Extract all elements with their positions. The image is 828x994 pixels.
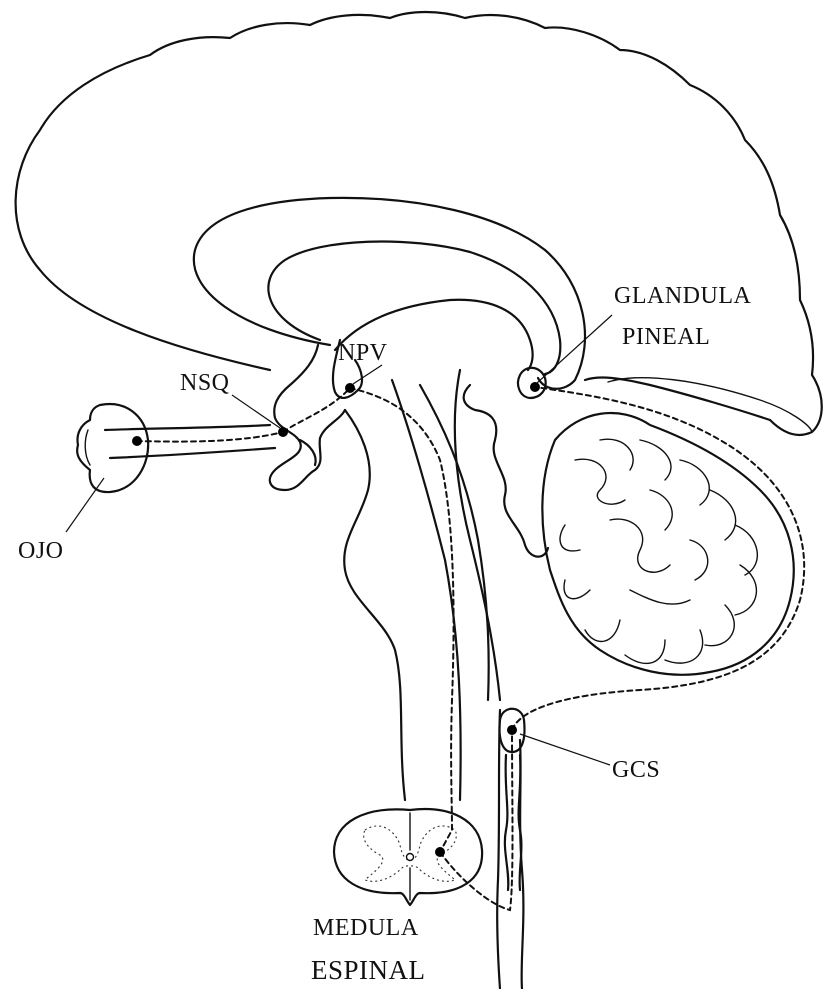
gcs-dot	[507, 725, 517, 735]
npv-leader-line	[353, 365, 382, 384]
pineal-leader-line	[537, 315, 612, 383]
cerebellum-folia	[560, 439, 757, 663]
pituitary-stalk	[300, 440, 316, 465]
spinal-cross-section-outline	[334, 809, 482, 905]
npv-nucleus-dot	[345, 383, 355, 393]
label-espinal: ESPINAL	[311, 955, 426, 985]
eye-retina-dot	[132, 436, 142, 446]
central-canal	[407, 854, 414, 861]
pineal-dot	[530, 382, 540, 392]
corpus-callosum-inner	[268, 242, 560, 374]
label-medula: MEDULA	[313, 915, 419, 941]
label-glandula: GLANDULA	[614, 283, 751, 309]
cerebellum-outline	[542, 413, 793, 675]
path-eye-to-nsq	[137, 432, 283, 442]
path-nsq-to-npv	[283, 388, 350, 432]
nsq-nucleus-dot	[278, 427, 288, 437]
label-nsq: NSQ	[180, 370, 230, 396]
spinal-neuron-dot	[435, 847, 445, 857]
nsq-leader-line	[232, 395, 280, 428]
ojo-leader-line	[66, 478, 104, 532]
eye-lens	[85, 430, 90, 465]
label-ojo: OJO	[18, 538, 64, 564]
cerebral-hemisphere-outline	[16, 12, 822, 435]
gcs-leader-line	[520, 734, 610, 765]
optic-nerve-lower	[110, 448, 275, 458]
brainstem-anterior	[344, 410, 405, 800]
optic-nerve-upper	[105, 425, 270, 430]
label-gcs: GCS	[612, 757, 660, 783]
sympathetic-chain	[505, 755, 508, 890]
eye-outline	[77, 404, 148, 492]
label-npv: NPV	[338, 340, 388, 366]
corpus-callosum-outer	[194, 198, 585, 389]
occipital-inner-edge	[608, 378, 812, 432]
label-pineal: PINEAL	[622, 324, 710, 350]
spinal-tube-left	[497, 710, 500, 989]
path-npv-to-spinal	[350, 388, 454, 852]
